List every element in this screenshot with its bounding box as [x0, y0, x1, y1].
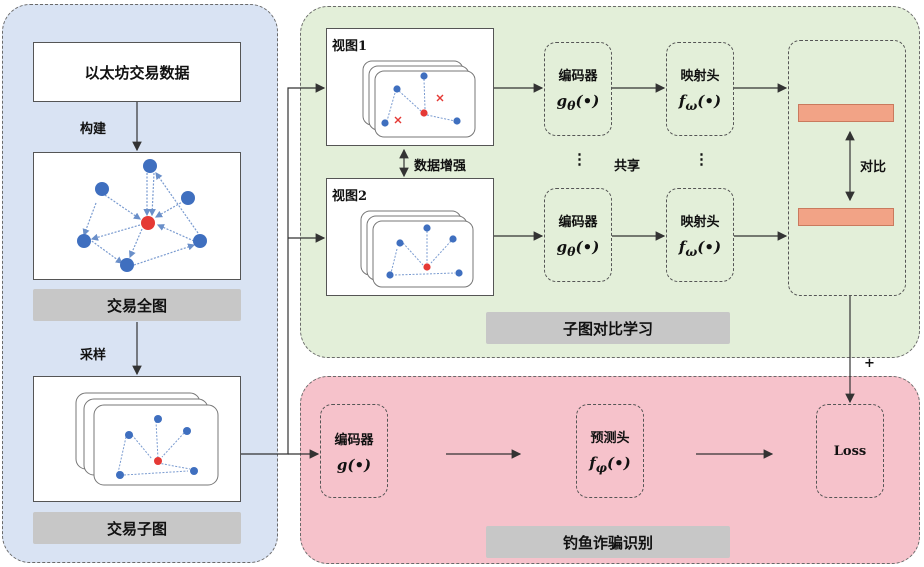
embedding-bar-view1: [798, 104, 894, 122]
full-graph-illustration: [77, 159, 207, 272]
detection-encoder-formula: g(•): [336, 455, 372, 474]
source-data-box: 以太坊交易数据: [33, 42, 241, 102]
view1-graph-illustration: [362, 60, 476, 138]
contrastive-section-title: 子图对比学习: [562, 319, 653, 338]
encoder-formula: gθ(•): [556, 92, 600, 113]
vdots-left: ⋮: [572, 150, 587, 168]
view2-label: 视图2: [332, 189, 368, 204]
subgraph-label-bar: 交易子图: [33, 512, 241, 544]
view2-box: 视图2: [326, 178, 494, 296]
prediction-head-formula: fφ(•): [589, 454, 631, 475]
view1-label: 视图1: [332, 39, 368, 54]
projection-head-label: 映射头: [680, 215, 720, 230]
view1-box: 视图1: [326, 28, 494, 146]
build-step-label: 构建: [80, 122, 107, 137]
prediction-head-label: 预测头: [590, 431, 630, 446]
projection-head-formula: fω(•): [678, 238, 722, 259]
detection-encoder-box: 编码器 g(•): [320, 404, 388, 498]
full-graph-label-bar: 交易全图: [33, 289, 241, 321]
view2-graph-illustration: [360, 210, 474, 288]
full-graph-box: [33, 152, 241, 280]
detection-section-title-bar: 钓鱼诈骗识别: [486, 526, 730, 558]
plus-sign: +: [864, 356, 875, 371]
prediction-head-box: 预测头 fφ(•): [576, 404, 644, 498]
sample-step-label: 采样: [80, 348, 107, 363]
encoder-box-view2: 编码器 gθ(•): [544, 188, 612, 282]
projection-head-box-view2: 映射头 fω(•): [666, 188, 734, 282]
embedding-bar-view2: [798, 208, 894, 226]
source-data-label: 以太坊交易数据: [84, 63, 190, 82]
loss-label: Loss: [833, 443, 867, 459]
encoder-box-view1: 编码器 gθ(•): [544, 42, 612, 136]
detection-section-title: 钓鱼诈骗识别: [562, 533, 653, 552]
vdots-right: ⋮: [694, 150, 709, 168]
loss-box: Loss: [816, 404, 884, 498]
node-icon: [143, 159, 157, 173]
subgraph-stack-illustration: [75, 392, 219, 486]
encoder-label: 编码器: [558, 215, 598, 230]
subgraph-box: [33, 376, 241, 502]
projection-head-box-view1: 映射头 fω(•): [666, 42, 734, 136]
encoder-formula: gθ(•): [556, 238, 600, 259]
encoder-label: 编码器: [558, 69, 598, 84]
augment-label: 数据增强: [414, 159, 467, 174]
contrast-label: 对比: [860, 160, 887, 175]
dropped-edge-icon: [394, 94, 444, 124]
contrastive-section-title-bar: 子图对比学习: [486, 312, 730, 344]
detection-encoder-label: 编码器: [334, 432, 374, 448]
projection-head-formula: fω(•): [678, 92, 722, 113]
subgraph-label: 交易子图: [106, 519, 167, 538]
contrast-box: [788, 40, 906, 296]
shared-label: 共享: [614, 159, 641, 174]
projection-head-label: 映射头: [680, 69, 720, 84]
full-graph-label: 交易全图: [106, 296, 167, 315]
